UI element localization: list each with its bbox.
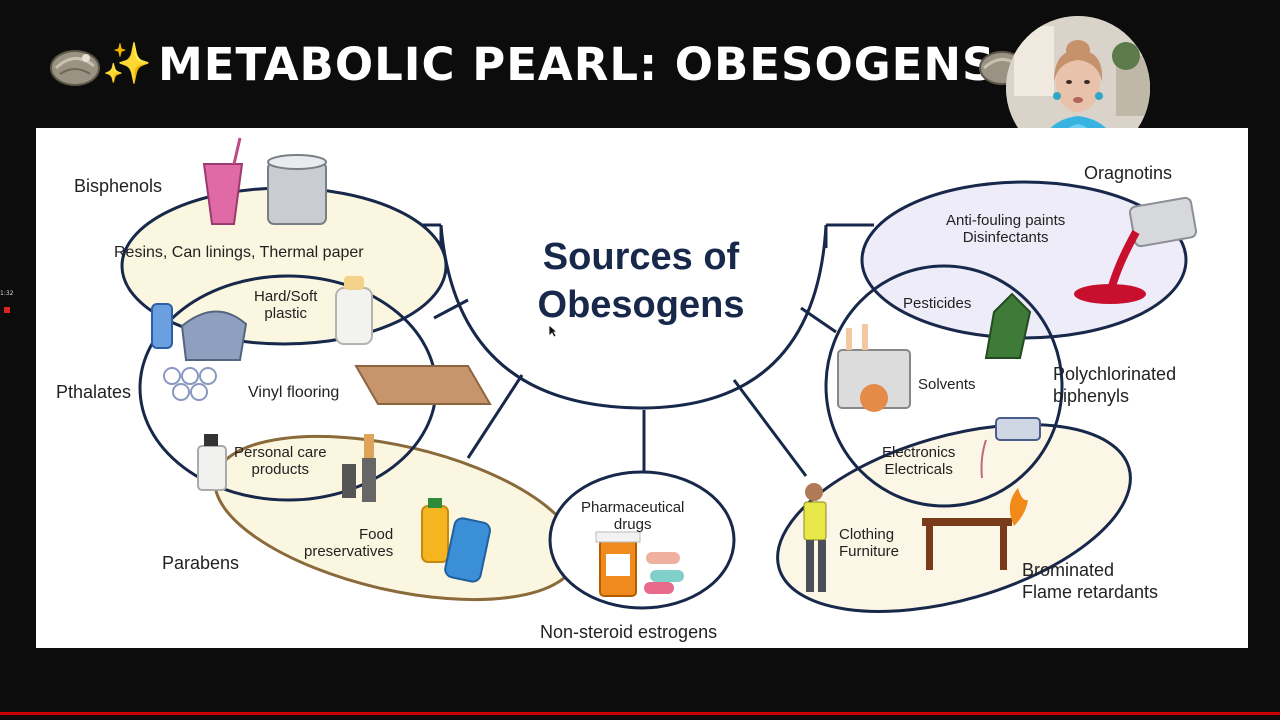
plastic-bottle-icon (151, 303, 173, 349)
diagram-slide: Sources of Obesogens Bisphenols Pthalate… (36, 128, 1248, 648)
antifouling-line1: Anti-fouling paints (946, 212, 1066, 229)
baby-bottle-icon (335, 276, 373, 345)
cup-icon (202, 137, 244, 225)
category-pthalates: Pthalates (56, 382, 132, 402)
clothing-line1: Clothing (839, 526, 895, 543)
pharma-line1: Pharmaceutical (581, 499, 685, 516)
record-indicator-icon (4, 307, 10, 313)
oyster-icon (50, 50, 100, 86)
source-plastic: Hard/Soft plastic (254, 288, 317, 322)
source-anti-fouling: Anti-fouling paints Disinfectants (946, 212, 1065, 246)
can-icon (267, 154, 327, 225)
parabens-ellipse (213, 434, 579, 602)
diagram-shapes (120, 137, 1198, 613)
category-polychlorinated-biphenyls: Polychlorinated biphenyls (1053, 363, 1176, 407)
non-steroid-circle (548, 470, 736, 610)
rings-icon (163, 367, 217, 401)
center-title-line1: Sources of (542, 236, 740, 278)
page-title: METABOLIC PEARL: OBESOGENS (158, 38, 996, 91)
food-line1: Food (359, 526, 394, 543)
electronics-line2: Electricals (884, 461, 953, 478)
pcb-line1: Polychlorinated (1053, 364, 1177, 384)
video-timestamp: 1:32 (0, 290, 14, 297)
category-parabens: Parabens (162, 553, 240, 573)
source-vinyl-flooring: Vinyl flooring (248, 384, 340, 401)
plastic-bag-icon (180, 310, 248, 361)
source-food-preservatives: Food preservatives (304, 526, 393, 560)
source-personal-care: Personal care products (234, 444, 327, 478)
source-pharmaceutical-drugs: Pharmaceutical drugs (581, 499, 684, 533)
category-bisphenols: Bisphenols (74, 176, 163, 196)
category-oragnotins: Oragnotins (1084, 163, 1173, 183)
plastic-line2: plastic (264, 305, 307, 322)
pill-bottle-icon (595, 531, 641, 597)
personal-care-line2: products (251, 461, 310, 478)
video-progress-line (0, 712, 1280, 715)
electronic-device-icon (980, 417, 1041, 479)
center-title-line2: Obesogens (537, 284, 745, 326)
lab-instrument-icon (837, 324, 911, 412)
pcb-line2: biphenyls (1053, 386, 1130, 406)
worker-icon (803, 483, 827, 592)
diagram-center-title: Sources of Obesogens (506, 233, 776, 329)
source-electronics: Electronics Electricals (882, 444, 955, 478)
title-bar: ✨ METABOLIC PEARL: OBESOGENS (0, 0, 1280, 125)
capsules-icon (644, 552, 684, 594)
mouse-pointer-icon (548, 324, 558, 338)
source-clothing-furniture: Clothing Furniture (839, 526, 899, 560)
water-bottle-icon (444, 517, 491, 583)
source-solvents: Solvents (918, 376, 976, 393)
pcb-circle (824, 264, 1064, 508)
cosmetic-bottle-icon (197, 434, 227, 491)
plastic-line1: Hard/Soft (254, 288, 318, 305)
food-line2: preservatives (304, 543, 394, 560)
clothing-line2: Furniture (839, 543, 900, 560)
vinyl-tile-icon (354, 365, 492, 405)
category-brominated-flame-retardants: Brominated Flame retardants (1022, 559, 1158, 603)
paint-can-icon (1074, 196, 1198, 304)
sparkles-icon: ✨ (102, 42, 152, 86)
source-pesticides: Pesticides (903, 295, 972, 312)
brominated-line1: Brominated (1022, 560, 1115, 580)
lipstick-icon (342, 434, 376, 502)
personal-care-line1: Personal care (234, 444, 327, 461)
antifouling-line2: Disinfectants (962, 229, 1049, 246)
electronics-line1: Electronics (882, 444, 956, 461)
pharma-line2: drugs (613, 516, 652, 533)
spray-bottle-icon (984, 292, 1032, 359)
juice-bottle-icon (421, 498, 449, 563)
video-timestamp-strip: 1:32 (0, 290, 14, 320)
brominated-line2: Flame retardants (1022, 582, 1159, 602)
table-icon (922, 488, 1028, 570)
category-non-steroid-estrogens: Non-steroid estrogens (540, 622, 718, 642)
source-resins: Resins, Can linings, Thermal paper (114, 244, 364, 261)
